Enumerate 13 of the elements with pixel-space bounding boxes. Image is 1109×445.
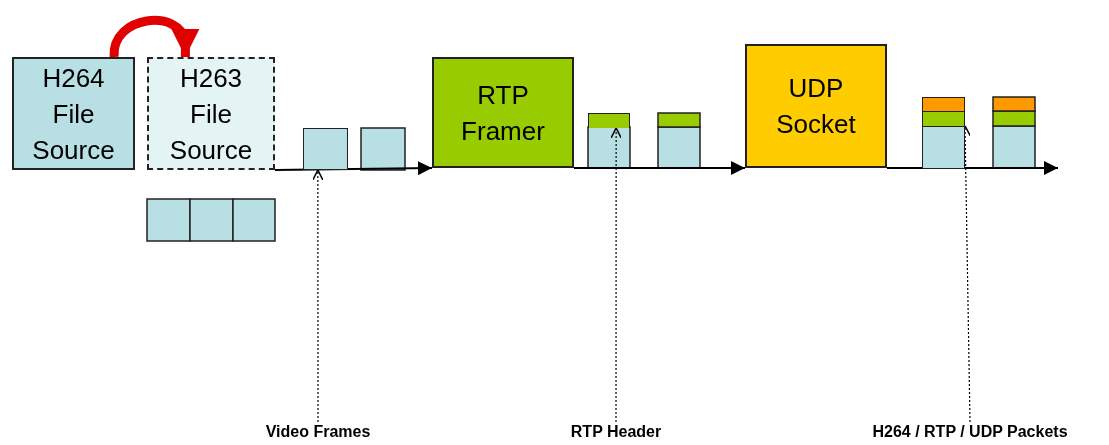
- callout-label: Video Frames: [248, 422, 388, 442]
- packet-header: [588, 113, 630, 128]
- callout-label: RTP Header: [546, 422, 686, 442]
- callout-label: H264 / RTP / UDP Packets: [860, 422, 1080, 442]
- video-frame: [303, 128, 348, 170]
- source-box: H263 File Source: [147, 57, 275, 170]
- process-box: RTP Framer: [432, 57, 574, 168]
- udp-packet: [922, 97, 965, 169]
- leader-line: [610, 127, 622, 423]
- arrow: [573, 161, 746, 175]
- leader-line: [312, 169, 324, 423]
- source-box: H264 File Source: [12, 57, 135, 170]
- process-box: UDP Socket: [745, 44, 887, 168]
